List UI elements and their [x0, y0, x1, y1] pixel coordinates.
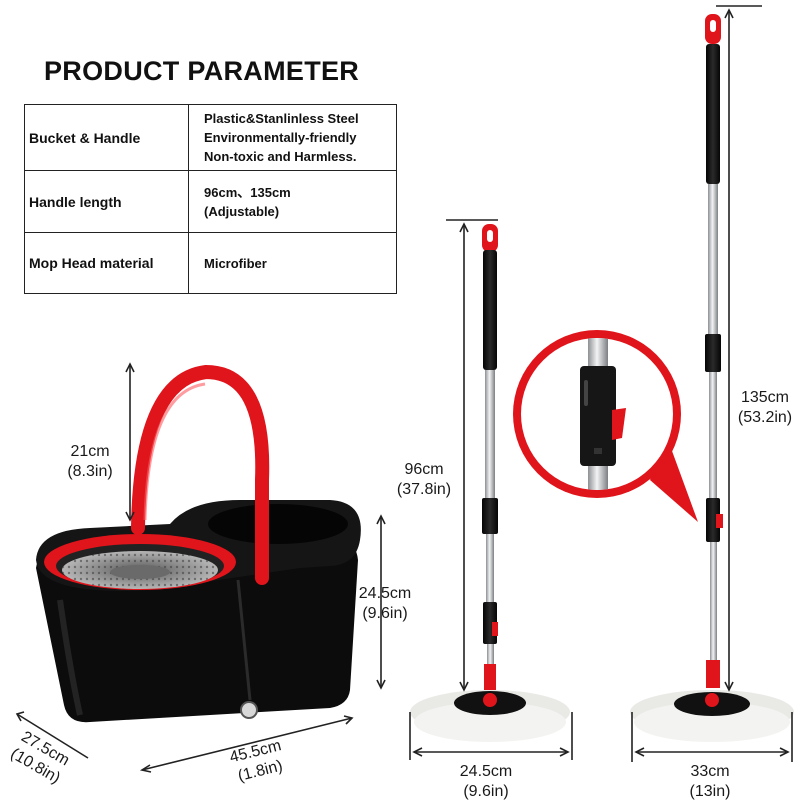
dimension-cm: 21cm [70, 443, 110, 460]
dimension-cm: 33cm [690, 763, 730, 780]
dimension-in: (8.3in) [67, 463, 113, 480]
dimension-cm: 24.5cm [358, 585, 412, 602]
param-value-line: 96cm、135cm [204, 184, 291, 200]
handle-lock-zoom-callout [513, 330, 698, 522]
dimension-in: (9.6in) [463, 783, 509, 800]
dimension-in: (9.6in) [362, 605, 408, 622]
param-value-line: Plastic&Stanlinless Steel [204, 111, 359, 126]
bucket-handle [131, 364, 270, 585]
mop-dimension-lines [409, 5, 793, 762]
param-value: Plastic&Stanlinless Steel Environmentall… [188, 104, 397, 171]
param-label: Mop Head material [24, 232, 189, 294]
bucket-dimension-lines [15, 362, 386, 773]
param-value: 96cm、135cm (Adjustable) [188, 170, 397, 233]
table-row: Bucket & Handle Plastic&Stanlinless Stee… [24, 104, 397, 171]
param-label: Handle length [24, 170, 189, 233]
dimension-cm: 135cm [740, 389, 790, 406]
mop-bucket [36, 500, 361, 723]
param-label: Bucket & Handle [24, 104, 189, 171]
dimension-in: (37.8in) [396, 481, 452, 498]
large-head-width-label: 33cm (13in) [674, 762, 746, 800]
bucket-handle-height-label: 21cm (8.3in) [60, 442, 120, 482]
dimension-in: (53.2in) [737, 409, 793, 426]
small-head-width-label: 24.5cm (9.6in) [446, 762, 526, 800]
long-mop [630, 14, 794, 742]
param-value-line: Microfiber [204, 255, 267, 271]
param-value-line: Non-toxic and Harmless. [204, 149, 357, 164]
param-value-line: (Adjustable) [204, 203, 280, 219]
short-mop-length-label: 96cm (37.8in) [384, 460, 464, 500]
short-mop [410, 224, 570, 742]
table-row: Mop Head material Microfiber [24, 232, 397, 294]
dimension-cm: 96cm [404, 461, 444, 478]
table-row: Handle length 96cm、135cm (Adjustable) [24, 170, 397, 233]
param-value-line: Environmentally-friendly [204, 130, 357, 145]
parameter-table: Bucket & Handle Plastic&Stanlinless Stee… [24, 104, 397, 294]
dimension-cm: 24.5cm [459, 763, 513, 780]
long-mop-length-label: 135cm (53.2in) [730, 388, 800, 428]
dimension-in: (13in) [689, 783, 731, 800]
param-value: Microfiber [188, 232, 397, 294]
page-title: PRODUCT PARAMETER [44, 56, 360, 86]
bucket-height-label: 24.5cm (9.6in) [348, 584, 422, 624]
